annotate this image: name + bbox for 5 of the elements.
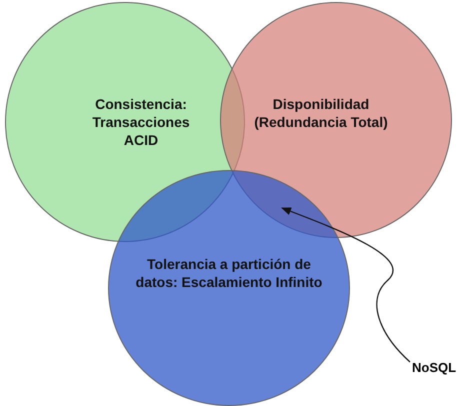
circle-label: Disponibilidad (Redundancia Total) xyxy=(253,95,389,131)
circle-label: Tolerancia a partición de datos: Escalamiento Infinito xyxy=(134,255,324,291)
circle-label: Consistencia: Transacciones ACID xyxy=(91,95,191,149)
callout-label: NoSQL xyxy=(412,358,456,378)
leader-line xyxy=(281,207,410,362)
